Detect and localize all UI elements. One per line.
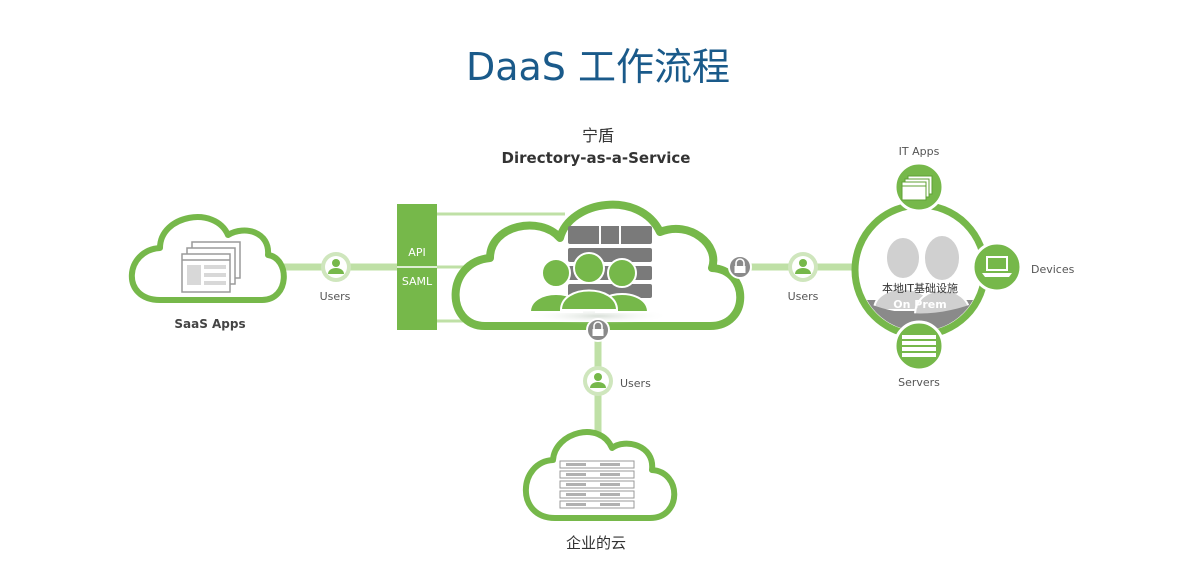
api-label: API	[408, 246, 425, 259]
lock-node-right	[728, 255, 752, 279]
lock-icon	[592, 321, 604, 336]
saas-cloud	[128, 214, 287, 303]
center-name-cn: 宁盾	[582, 126, 614, 145]
page-title: DaaS 工作流程	[466, 45, 730, 89]
it-apps-label: IT Apps	[899, 145, 940, 158]
devices-label: Devices	[1031, 263, 1075, 276]
devices-node	[971, 241, 1023, 293]
user-node-right	[788, 252, 818, 282]
users-label-right: Users	[788, 290, 819, 303]
protocol-block	[397, 204, 437, 330]
lock-icon	[734, 258, 746, 273]
saml-label: SAML	[402, 275, 433, 288]
central-cloud	[451, 200, 745, 330]
app-window-icon	[901, 175, 933, 201]
onprem-label-en: On Prem	[893, 298, 946, 311]
onprem-label-cn: 本地IT基础设施	[882, 281, 958, 295]
saas-label: SaaS Apps	[174, 317, 245, 331]
lock-node-bottom	[586, 318, 610, 342]
user-icon	[590, 373, 606, 388]
enterprise-cloud	[522, 429, 678, 521]
laptop-icon	[982, 256, 1012, 277]
user-icon	[328, 259, 344, 274]
user-node-left	[321, 252, 351, 282]
onprem-cluster	[851, 201, 989, 339]
app-window-icon	[181, 241, 241, 293]
users-group-icon	[528, 252, 650, 313]
users-label-left: Users	[320, 290, 351, 303]
person-silhouette	[872, 234, 972, 316]
servers-label: Servers	[898, 376, 940, 389]
user-icon	[795, 259, 811, 274]
user-node-bottom	[583, 366, 613, 396]
rack-server-icon	[902, 335, 936, 357]
users-label-bottom: Users	[620, 377, 651, 390]
rack-server-icon	[559, 460, 635, 509]
center-name-en: Directory-as-a-Service	[502, 149, 691, 167]
servers-node	[893, 320, 945, 372]
enterprise-cloud-label: 企业的云	[566, 534, 626, 552]
it-apps-node	[893, 161, 945, 213]
